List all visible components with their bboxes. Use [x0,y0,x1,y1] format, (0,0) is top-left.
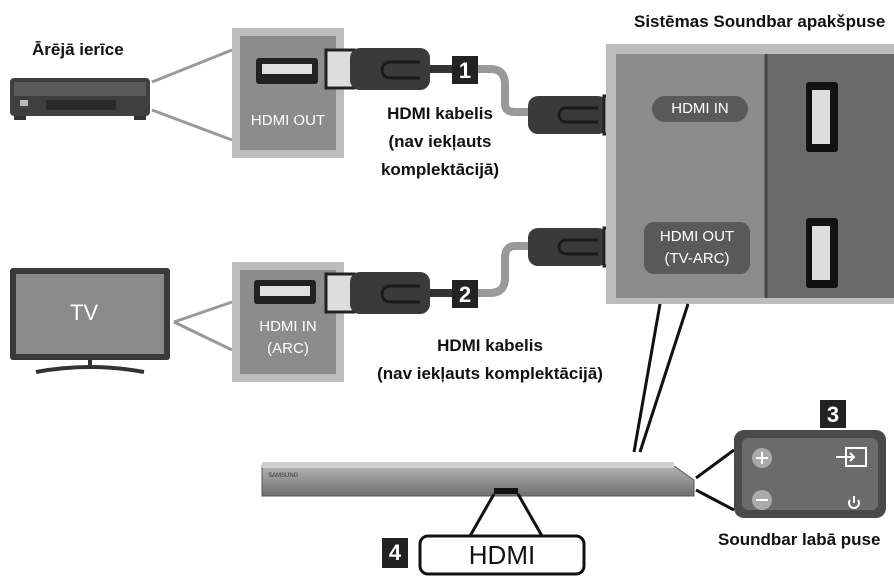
step-4-badge [382,538,408,568]
sb-hdmi-in-label: HDMI IN [671,100,729,117]
step-2-number: 2 [458,282,472,307]
device-hdmi-out-panel [232,28,344,158]
device-hdmi-out-label: HDMI OUT [250,112,326,129]
hdmi-display-text: HDMI [468,540,536,570]
external-device-label: Ārējā ierīce [32,40,124,59]
tv-hdmi-in-label: HDMI IN [259,318,317,335]
hdmi-cable-1 [324,48,632,136]
display-window [494,488,518,494]
external-device [10,78,150,120]
step-1-badge [452,56,478,84]
tv [10,268,170,374]
power-icon [848,496,860,509]
step-1-number: 1 [458,58,472,83]
cable-1-label-1: HDMI kabelis [387,104,493,123]
brand-logo: SAMSUNG [268,473,299,479]
soundbar [261,462,695,497]
step-3-badge [820,400,846,428]
input-source-icon [836,447,867,467]
step-2-badge [452,280,478,308]
soundbar-bottom-label: Sistēmas Soundbar apakšpuse [634,12,886,31]
hdmi-display-box [418,534,586,576]
tv-hdmi-in-panel [232,262,344,382]
soundbar-bottom-panel [606,44,894,304]
cable-2-label-2: (nav iekļauts komplektācijā) [377,364,603,383]
soundbar-right-panel [734,430,886,518]
tv-screen-label: TV [70,300,99,325]
cable-1-label-3: komplektācijā) [380,160,500,179]
soundbar-right-label: Soundbar labā puse [718,530,881,549]
cable-1-label-2: (nav iekļauts [388,132,492,151]
step-4-number: 4 [388,540,402,565]
cable-2-label-1: HDMI kabelis [437,336,543,355]
tv-arc-label: (ARC) [267,340,309,357]
sb-hdmi-out-label: HDMI OUT [659,228,735,245]
step-3-number: 3 [826,402,840,427]
sb-tv-arc-label: (TV-ARC) [664,250,730,267]
